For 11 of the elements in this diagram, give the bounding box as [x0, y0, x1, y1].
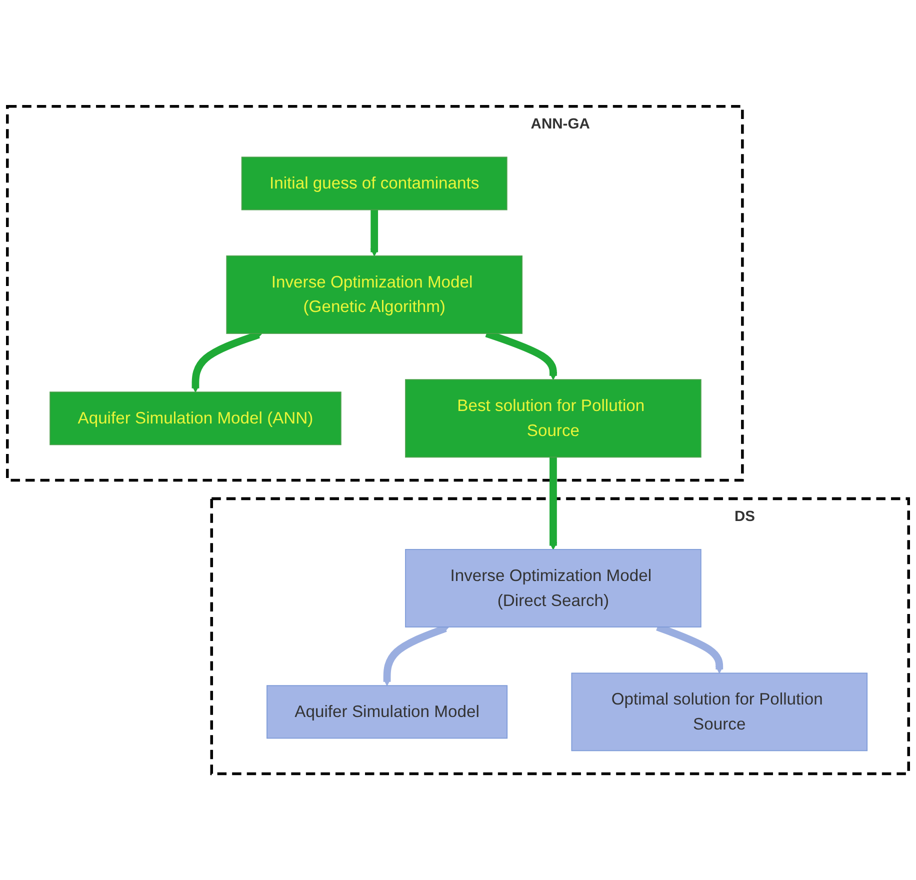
- node-box: Aquifer Simulation Model (ANN): [50, 392, 342, 446]
- arrow: [191, 331, 262, 392]
- node-box: Aquifer Simulation Model: [266, 685, 508, 739]
- node-box: Optimal solution for Pollution Source: [571, 672, 868, 752]
- arrow: [382, 624, 450, 686]
- node-box: Initial guess of contaminants: [241, 156, 508, 210]
- node-box: Best solution for Pollution Source: [405, 379, 702, 458]
- node-box: Inverse Optimization Model (Direct Search): [405, 548, 702, 628]
- node-box: Inverse Optimization Model (Genetic Algorithm): [226, 255, 522, 334]
- arrow: [370, 210, 378, 256]
- arrow: [549, 457, 558, 550]
